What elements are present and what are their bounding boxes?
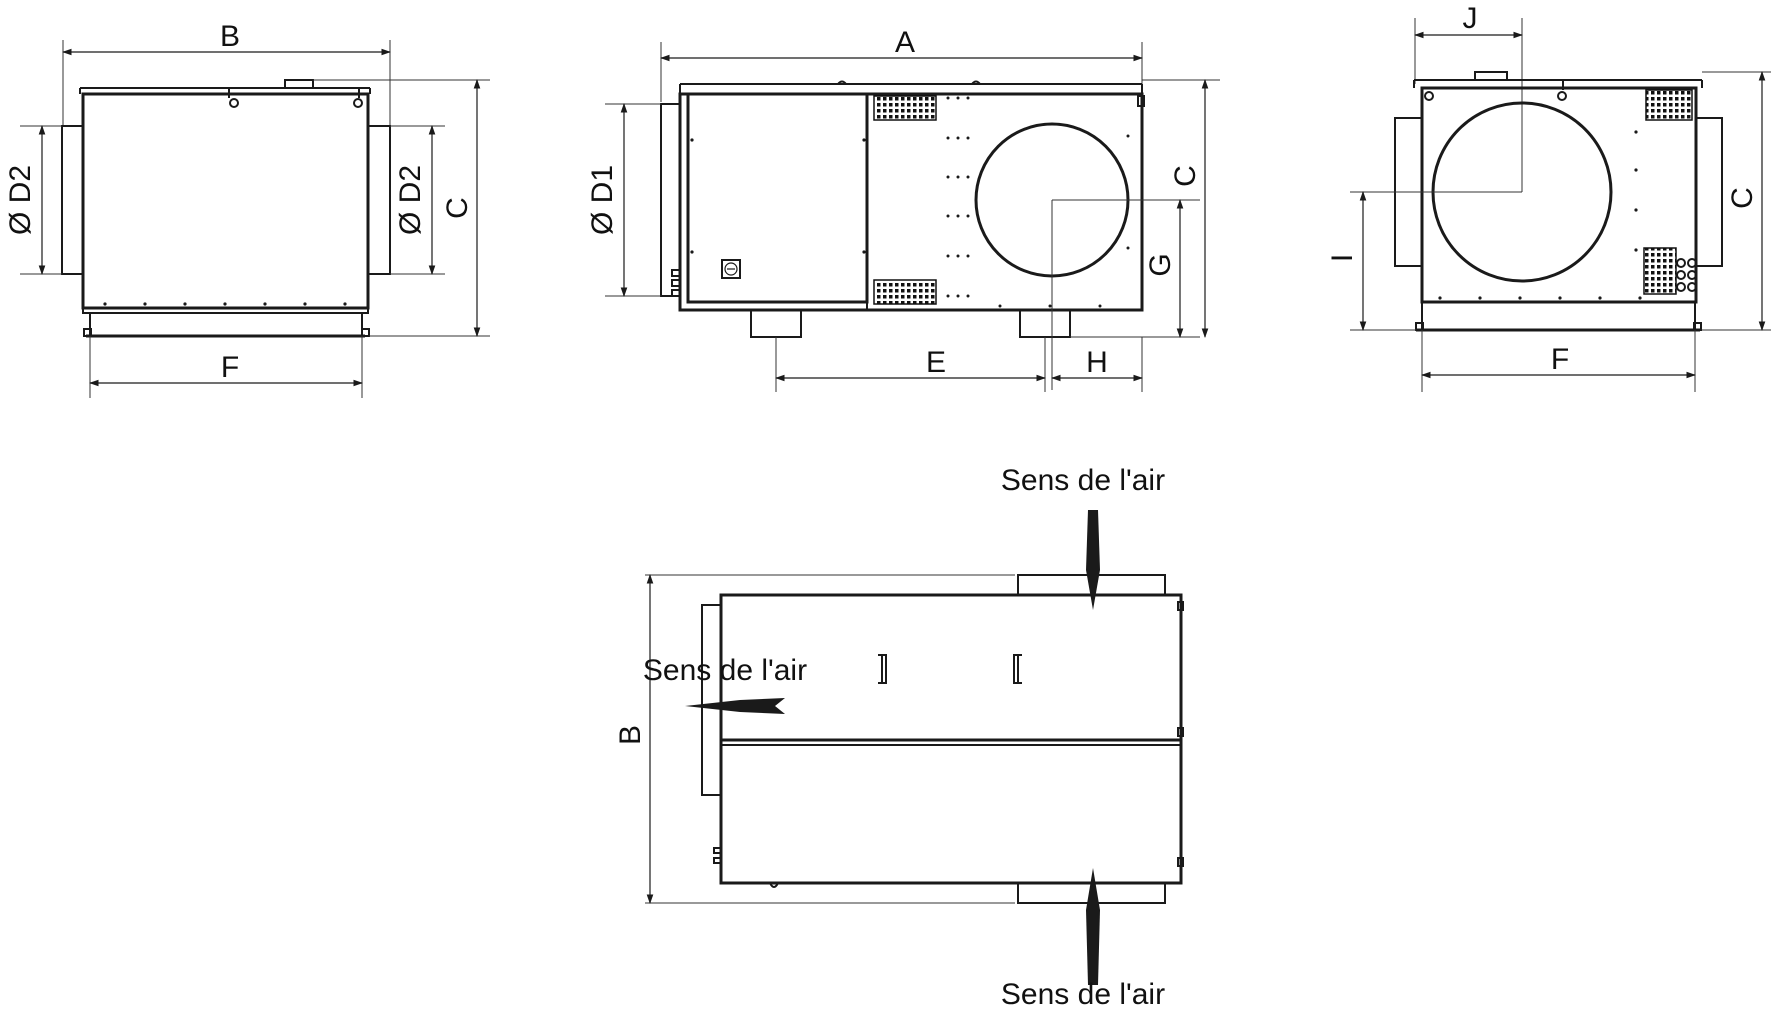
screw-row — [1438, 130, 1642, 300]
dimension-label-d1: Ø D1 — [586, 165, 619, 235]
airflow-arrow-left — [685, 698, 785, 714]
dimension-label-d2-right: Ø D2 — [394, 165, 427, 235]
duct-spigot-right — [367, 125, 391, 275]
dimension-label-e: E — [926, 346, 946, 379]
dimension-label-f-right: F — [1551, 343, 1569, 376]
dimension-label-h: H — [1086, 346, 1108, 379]
spigot-left — [701, 604, 722, 796]
dimension-label-b-top: B — [614, 725, 647, 745]
dimension-label-c-front: C — [1169, 165, 1202, 187]
vent-grille — [1645, 89, 1693, 121]
dimension-label-c-right: C — [1726, 187, 1759, 209]
airflow-label-top: Sens de l'air — [1001, 464, 1165, 497]
access-panel — [686, 92, 869, 304]
dimension-label-g: G — [1144, 253, 1177, 276]
bottom-spigot — [750, 309, 802, 338]
duct-spigot-right — [1695, 117, 1723, 267]
duct-spigot-left — [61, 125, 84, 275]
casing-body — [81, 92, 370, 310]
duct-spigot-d1 — [660, 103, 681, 297]
dimension-label-d2-left: Ø D2 — [4, 165, 37, 235]
airflow-label-bottom: Sens de l'air — [1001, 978, 1165, 1011]
cable-glands — [1676, 258, 1697, 292]
vent-grille — [873, 95, 937, 121]
dimension-label-a: A — [895, 26, 915, 59]
dimension-label-f-left: F — [221, 351, 239, 384]
dimension-label-i: I — [1326, 254, 1359, 262]
top-view: B Sens de l'air Sens de l'air Sens de l'… — [614, 464, 1184, 1011]
side-view-left: B Ø D — [4, 20, 490, 398]
screw-grid — [946, 96, 1130, 308]
bottom-spigot — [1019, 309, 1071, 338]
vent-grille — [873, 279, 937, 305]
dimension-label-j: J — [1463, 2, 1478, 35]
airflow-label-left: Sens de l'air — [643, 654, 807, 687]
screw-row — [103, 302, 347, 306]
dimension-label-c-left: C — [441, 197, 474, 219]
airflow-arrow-down — [1086, 510, 1100, 610]
front-view: A — [586, 26, 1220, 392]
airflow-arrow-up — [1086, 868, 1100, 985]
dimension-label-b: B — [220, 20, 240, 53]
side-view-right: J — [1326, 2, 1771, 392]
vent-grille — [1643, 247, 1677, 295]
